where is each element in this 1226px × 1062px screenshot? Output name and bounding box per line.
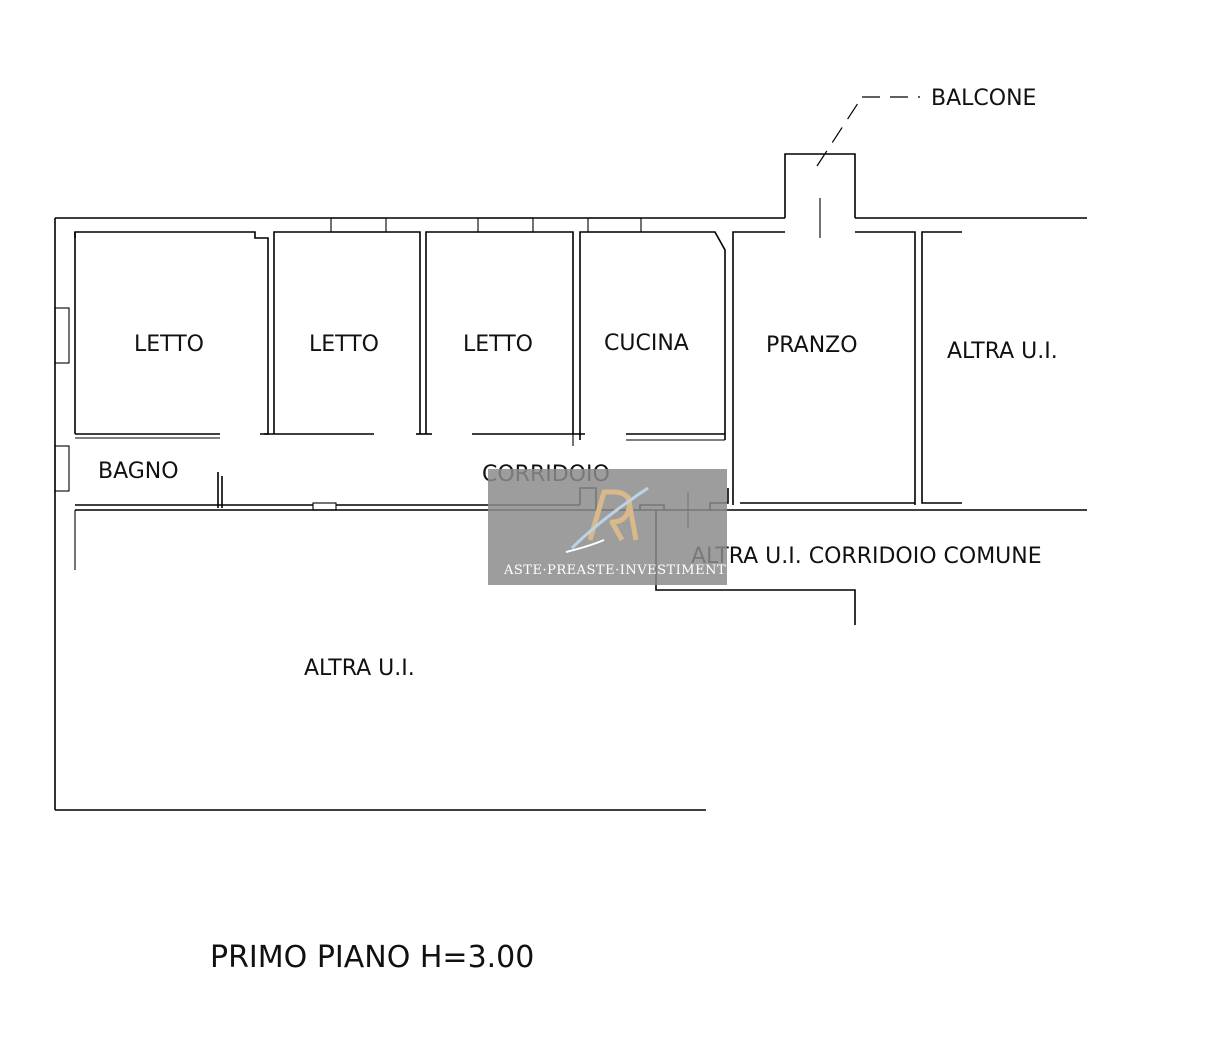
- plan-title: PRIMO PIANO H=3.00: [210, 940, 534, 975]
- windows: [54, 217, 642, 492]
- label-balcone: BALCONE: [931, 86, 1036, 111]
- watermark-text: ASTE·PREASTE·INVESTIMENTI: [503, 563, 732, 578]
- label-altra-ui-bottom: ALTRA U.I.: [304, 656, 415, 681]
- room-altra-ui-right-walls: [921, 231, 962, 504]
- label-letto-2: LETTO: [309, 332, 379, 357]
- balcony: [784, 153, 856, 238]
- label-letto-1: LETTO: [134, 332, 204, 357]
- label-altra-ui-corridoio-comune: ALTRA U.I. CORRIDOIO COMUNE: [691, 544, 1042, 569]
- room-labels: LETTO LETTO LETTO CUCINA PRANZO ALTRA U.…: [98, 86, 1058, 681]
- label-bagno: BAGNO: [98, 459, 179, 484]
- label-pranzo: PRANZO: [766, 333, 858, 358]
- balcone-leader: [816, 96, 920, 167]
- room-letto-3-walls: [416, 231, 585, 446]
- brand-logo-icon: [565, 486, 649, 553]
- watermark: ASTE·PREASTE·INVESTIMENTI: [488, 469, 732, 585]
- label-cucina: CUCINA: [604, 331, 689, 356]
- label-letto-3: LETTO: [463, 332, 533, 357]
- room-letto-2-walls: [264, 231, 421, 435]
- label-altra-ui-right: ALTRA U.I.: [947, 339, 1058, 364]
- room-pranzo-walls: [732, 231, 916, 505]
- room-cucina-walls: [579, 231, 726, 441]
